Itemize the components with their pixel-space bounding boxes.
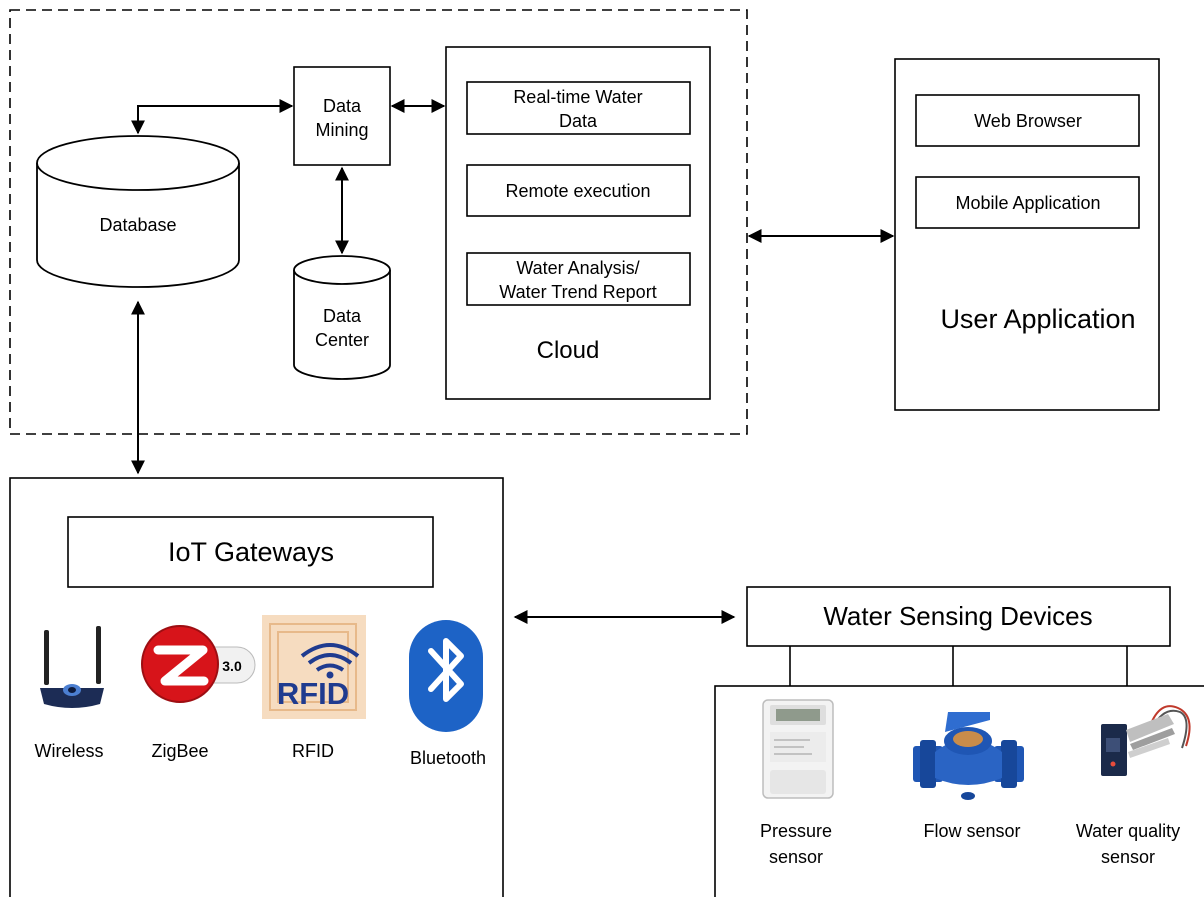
database-label: Database xyxy=(99,215,176,235)
pressure-sensor-icon xyxy=(762,699,834,799)
sensor-label-quality-line1: Water quality xyxy=(1076,821,1180,841)
cloud-item-analysis-line1: Water Analysis/ xyxy=(516,258,639,278)
cloud-region-boundary xyxy=(9,9,748,435)
rfid-logo-text: RFID xyxy=(277,676,349,711)
cloud-item-realtime-line2: Data xyxy=(559,111,598,131)
zigbee-icon: 3.0 xyxy=(141,625,256,703)
water-sensing-title: Water Sensing Devices xyxy=(823,601,1092,631)
cloud-item-realtime-line1: Real-time Water xyxy=(513,87,642,107)
cloud-item-analysis-line2: Water Trend Report xyxy=(499,282,656,302)
cloud-item-realtime-box xyxy=(466,81,691,135)
device-label-zigbee: ZigBee xyxy=(151,741,208,761)
database-cylinder: Database xyxy=(36,135,240,288)
cloud-item-remote-label: Remote execution xyxy=(505,181,650,201)
sensor-label-flow-line1: Flow sensor xyxy=(923,821,1020,841)
zigbee-version-badge: 3.0 xyxy=(222,658,242,674)
user-application-title: User Application xyxy=(940,304,1135,334)
cloud-item-analysis-box xyxy=(466,252,691,306)
user-application-box: Web Browser Mobile Application User Appl… xyxy=(894,58,1160,411)
device-label-rfid: RFID xyxy=(292,741,334,761)
wireless-router-icon xyxy=(40,626,104,708)
cloud-label: Cloud xyxy=(537,337,600,364)
web-browser-label: Web Browser xyxy=(974,111,1082,131)
mobile-application-box xyxy=(915,176,1140,229)
mobile-application-label: Mobile Application xyxy=(955,193,1100,213)
web-browser-box xyxy=(915,94,1140,147)
data-center-label-line2: Center xyxy=(315,330,369,350)
cloud-item-remote-box xyxy=(466,164,691,217)
water-quality-sensor-icon xyxy=(1101,705,1191,776)
device-label-wireless: Wireless xyxy=(34,741,103,761)
sensor-label-quality-line2: sensor xyxy=(1101,847,1155,867)
arrow-database-data-mining xyxy=(131,99,294,135)
sensor-label-pressure-line1: Pressure xyxy=(760,821,832,841)
rfid-icon: RFID xyxy=(262,615,366,719)
data-mining-label-line1: Data xyxy=(323,96,362,116)
bluetooth-icon xyxy=(409,620,483,732)
data-mining-box: Data Mining xyxy=(293,66,391,166)
water-sensing-section: Water Sensing Devices Pressure sensor xyxy=(714,586,1204,902)
iot-gateways-title: IoT Gateways xyxy=(168,537,334,567)
cloud-box: Real-time Water Data Remote execution Wa… xyxy=(445,46,711,400)
device-label-bluetooth: Bluetooth xyxy=(410,748,486,768)
iot-gateways-title-box xyxy=(67,516,434,588)
water-sensing-title-box xyxy=(746,586,1171,647)
flow-sensor-icon xyxy=(913,712,1024,800)
data-center-label-line1: Data xyxy=(323,306,362,326)
data-center-cylinder: Data Center xyxy=(293,255,391,380)
iot-gateways-panel: IoT Gateways Wireless 3.0 ZigBee xyxy=(9,477,504,902)
sensor-label-pressure-line2: sensor xyxy=(769,847,823,867)
data-mining-label-line2: Mining xyxy=(315,120,368,140)
